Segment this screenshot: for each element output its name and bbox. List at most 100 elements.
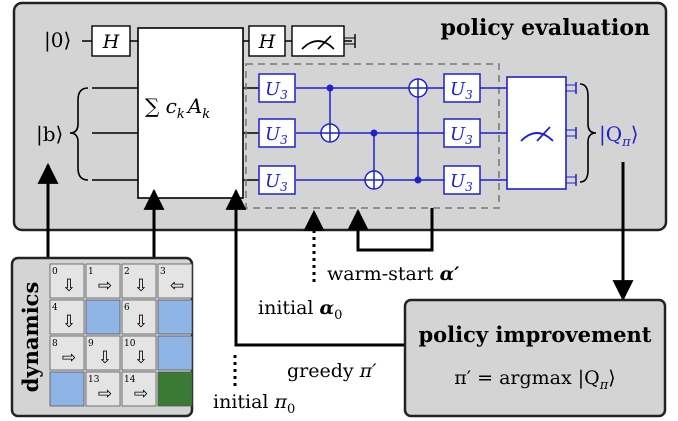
initial-alpha-text: initial: [258, 297, 320, 319]
u3-label-2-2-u: U: [450, 124, 466, 145]
u3-label-1-2-u: U: [265, 124, 281, 145]
h-gate-1: [91, 25, 131, 57]
ket-b-brace: [69, 87, 89, 181]
initial-pi-sub: 0: [287, 402, 295, 417]
grid-cell: 0⇩: [49, 263, 85, 299]
cnot-1-control: [326, 84, 334, 92]
lcu-block: [137, 27, 244, 199]
greedy-symbol: π′: [359, 360, 377, 382]
grid-cell-tile: [85, 263, 121, 299]
meter-gate-1: [291, 25, 345, 57]
grid-cell-number: 14: [124, 375, 136, 385]
cnot-2-control: [370, 129, 378, 137]
u3-gate-1-2: [258, 118, 296, 148]
u3-column-1: [258, 73, 296, 195]
u3-label-1-2: U3: [265, 124, 288, 147]
h-gate-1-label: H: [102, 31, 120, 53]
output-ket-sub: π: [621, 135, 631, 150]
grid-cell-arrow-icon: ⇨: [98, 384, 112, 404]
grid-cell-arrow-icon: ⇦: [170, 276, 184, 296]
ket-zero-label: |0⟩: [44, 28, 71, 53]
grid-cell: [157, 299, 193, 335]
dynamics-grid: 0⇩1⇨2⇩3⇦4⇩6⇩8⇨9⇩10⇩13⇨14⇨: [49, 263, 193, 407]
u3-label-2-1: U3: [450, 79, 473, 102]
u3-label-2-2-sub: 3: [465, 133, 473, 147]
lcu-sum-label: ∑ c: [145, 94, 177, 118]
grid-cell-number: 8: [52, 339, 58, 349]
warm-start-label: warm-start α′: [327, 263, 459, 285]
grid-cell: [157, 335, 193, 371]
grid-cell-tile: [49, 299, 85, 335]
grid-cell-number: 9: [88, 339, 94, 349]
grid-cell-number: 3: [160, 267, 166, 277]
u3-label-1-1: U3: [265, 79, 288, 102]
u3-label-1-2-sub: 3: [280, 133, 288, 147]
grid-cell-number: 10: [124, 339, 136, 349]
grid-cell-arrow-icon: ⇨: [98, 276, 112, 296]
grid-cell: 8⇨: [49, 335, 85, 371]
cnot-3-control: [414, 176, 422, 184]
grid-cell-tile: [49, 263, 85, 299]
grid-cell: [49, 371, 85, 407]
formula-lhs: π′ = argmax |Q: [454, 367, 599, 389]
grid-cell-tile: [85, 335, 121, 371]
blue-meter-needle: [536, 126, 551, 142]
grid-cell-arrow-icon: ⇨: [62, 348, 76, 368]
u3-gate-1-3: [258, 165, 296, 195]
grid-cell-water: [49, 371, 85, 407]
greedy-label: greedy π′: [287, 360, 377, 382]
arrow-warm-start: [347, 208, 434, 252]
grid-cell: 2⇩: [121, 263, 157, 299]
h-gate-2-label: H: [258, 31, 276, 53]
grid-cell-number: 13: [88, 375, 100, 385]
ansatz-dashed-box: [245, 63, 500, 209]
grid-cell: 9⇩: [85, 335, 121, 371]
output-brace: [579, 83, 597, 183]
policy-improvement-title: policy improvement: [418, 322, 651, 347]
u3-label-1-3-sub: 3: [280, 180, 288, 194]
u3-label-1-3-u: U: [265, 171, 281, 192]
initial-pi-text: initial: [213, 391, 275, 413]
ket-b-label: |b⟩: [36, 122, 63, 147]
formula-close: ⟩: [608, 367, 615, 389]
grid-cell-number: 4: [52, 303, 58, 313]
output-ket-label: |Qπ⟩: [599, 122, 639, 150]
u3-label-1-1-sub: 3: [280, 88, 288, 102]
grid-cell-arrow-icon: ⇨: [134, 384, 148, 404]
grid-cell: 3⇦: [157, 263, 193, 299]
u3-label-2-3-sub: 3: [465, 180, 473, 194]
policy-improvement-panel: [403, 298, 667, 418]
grid-cell-number: 1: [88, 267, 94, 277]
grid-cell: 4⇩: [49, 299, 85, 335]
grid-cell: 6⇩: [121, 299, 157, 335]
grid-cell-tile: [49, 335, 85, 371]
grid-cell: 13⇨: [85, 371, 121, 407]
u3-label-2-1-u: U: [450, 79, 466, 100]
meter-1-icon: [301, 40, 335, 50]
u3-gate-2-2: [443, 118, 481, 148]
grid-cell-arrow-icon: ⇩: [98, 348, 112, 368]
u3-gate-2-1: [443, 73, 481, 103]
grid-cell-tile: [157, 263, 193, 299]
blue-meter-icon: [520, 132, 554, 142]
dynamics-title: dynamics: [18, 282, 43, 393]
grid-cell: 10⇩: [121, 335, 157, 371]
policy-improvement-formula: π′ = argmax |Qπ⟩: [454, 367, 615, 393]
formula-sub: π: [599, 378, 609, 393]
u3-gate-1-1: [258, 73, 296, 103]
h-gate-2: [248, 25, 286, 57]
grid-cell-tile: [121, 371, 157, 407]
grid-cell: 1⇨: [85, 263, 121, 299]
initial-alpha-sub: 0: [334, 308, 342, 323]
lcu-a-sub: k: [202, 107, 210, 122]
grid-cell-number: 6: [124, 303, 130, 313]
warm-start-text: warm-start: [327, 263, 440, 285]
initial-pi-label: initial π0: [213, 391, 295, 417]
u3-label-1-3: U3: [265, 171, 288, 194]
initial-alpha-label: initial α0: [258, 297, 342, 323]
grid-cell-tile: [121, 299, 157, 335]
u3-label-2-1-sub: 3: [465, 88, 473, 102]
grid-cell: [157, 371, 193, 407]
policy-evaluation-title: policy evaluation: [441, 15, 650, 41]
